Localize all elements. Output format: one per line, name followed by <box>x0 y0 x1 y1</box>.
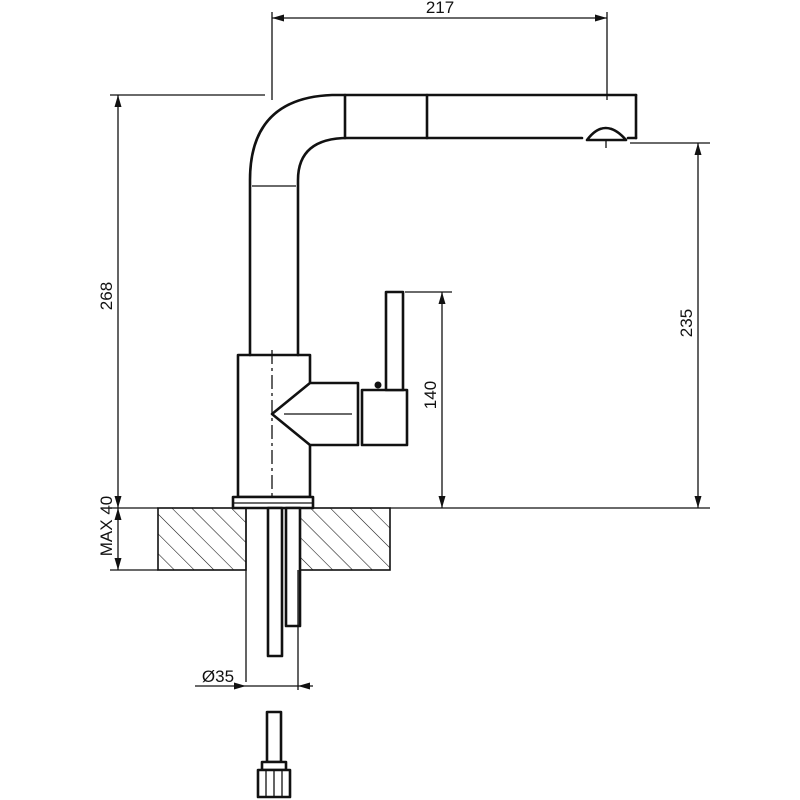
dimension-hole-diameter: Ø35 <box>195 570 313 690</box>
faucet-body <box>231 290 409 510</box>
countertop-right-section <box>297 507 391 571</box>
countertop <box>157 507 391 571</box>
aerator-outlet <box>585 126 628 148</box>
dimension-total-height-label: 268 <box>97 282 116 310</box>
lever-base <box>360 388 409 447</box>
dimension-spout-reach-label: 217 <box>426 0 454 17</box>
supply-tube-outer <box>284 506 302 628</box>
countertop-left-section <box>157 507 247 571</box>
dimension-max-thickness: MAX 40 <box>97 496 158 571</box>
dimension-hole-diameter-label: Ø35 <box>202 667 234 686</box>
lever-screw <box>374 381 382 389</box>
supply-tubes <box>245 506 302 682</box>
dimension-lever-height-label: 140 <box>421 381 440 409</box>
hose-connector <box>256 710 292 799</box>
dimension-spout-height: 235 <box>390 142 710 509</box>
dimension-lever-height: 140 <box>405 291 452 508</box>
dimension-spout-reach: 217 <box>271 0 608 100</box>
spout <box>248 93 638 357</box>
supply-tube-inner <box>266 506 284 658</box>
dimension-spout-height-label: 235 <box>677 309 696 337</box>
dimension-max-thickness-label: MAX 40 <box>97 496 116 556</box>
dimension-total-height: 268 <box>97 94 265 509</box>
lever-handle <box>384 290 405 392</box>
